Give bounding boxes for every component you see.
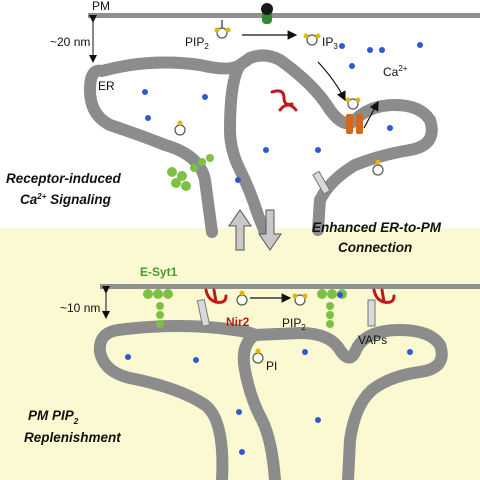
er-lipid-icon (174, 120, 186, 136)
er-membrane-bottom (93, 320, 448, 480)
calcium-dot-icon (379, 47, 385, 53)
calcium-dot-icon (239, 449, 245, 455)
calcium-dots-top (142, 42, 423, 183)
nir2-label: Nir2 (226, 315, 250, 329)
er-label: ER (98, 79, 115, 93)
esyt1-protein-icon (143, 289, 173, 328)
gpcr-receptor-icon (261, 3, 273, 24)
ip3-molecule-icon (303, 33, 321, 46)
pm-label: PM (92, 0, 110, 13)
calcium-dots-bottom (125, 292, 413, 455)
vap-anchor-icon (367, 299, 376, 327)
calcium-dot-icon (315, 147, 321, 153)
bottom-caption-line2: Replenishment (24, 430, 121, 445)
esyt1-label: E-Syt1 (140, 265, 178, 279)
gap-label-bottom: ~10 nm (60, 301, 100, 315)
plasma-membrane-top (88, 13, 480, 18)
vaps-label: VAPs (358, 333, 387, 347)
pip2-lipid-icon (292, 293, 308, 306)
bottom-panel: ~10 nm E-Syt1 Nir2 (24, 265, 480, 480)
calcium-dot-icon (417, 42, 423, 48)
calcium-dot-icon (202, 94, 208, 100)
down-arrow (258, 209, 282, 251)
plasma-membrane-bottom (100, 284, 480, 289)
ip3-label: IP3 (322, 35, 338, 51)
pip2-label-top: PIP2 (185, 35, 209, 51)
pip2-label-bottom: PIP2 (282, 316, 306, 332)
vap-anchor-icon (312, 170, 331, 195)
top-caption-line2: Ca2+ Signaling (20, 192, 112, 207)
calcium-dot-icon (235, 177, 241, 183)
pip2-lipid-icon (214, 20, 231, 39)
calcium-dot-icon (407, 349, 413, 355)
esyt1-protein-icon (317, 289, 347, 328)
up-arrow (228, 209, 252, 251)
calcium-release-arrow (363, 100, 379, 129)
ip3-receptor-channel-icon (346, 114, 363, 134)
bound-ip3-icon (345, 97, 361, 110)
ip3-to-channel-arrow (317, 61, 346, 102)
calcium-dot-icon (337, 292, 343, 298)
nir2-protein-icon (204, 288, 228, 304)
calcium-dot-icon (236, 409, 242, 415)
calcium-dot-icon (315, 417, 321, 423)
calcium-dot-icon (125, 354, 131, 360)
top-caption: Receptor-induced (6, 171, 122, 186)
gap-label-top: ~20 nm (50, 35, 90, 49)
bottom-caption: PM PIP2 (28, 408, 79, 426)
calcium-dot-icon (302, 349, 308, 355)
esyt1-protein-icon (167, 154, 214, 191)
nir2-protein-icon (372, 288, 396, 304)
pi-lipid-icon (236, 290, 248, 306)
er-pi-lipid-icon (252, 348, 264, 364)
er-lipid-icon (372, 159, 384, 176)
nir2-protein-icon (270, 89, 298, 112)
pi-label: PI (266, 359, 277, 373)
calcium-dot-icon (387, 125, 393, 131)
calcium-dot-icon (339, 43, 345, 49)
transition-arrows: Enhanced ER-to-PM Connection (228, 209, 442, 255)
calcium-dot-icon (193, 357, 199, 363)
middle-caption: Enhanced ER-to-PM (312, 220, 442, 235)
calcium-dot-icon (142, 89, 148, 95)
top-panel: PM ~20 nm ER PIP2 IP3 (6, 0, 480, 238)
calcium-dot-icon (263, 147, 269, 153)
calcium-dot-icon (145, 115, 151, 121)
calcium-dot-icon (349, 63, 355, 69)
middle-caption-line2: Connection (338, 240, 412, 255)
calcium-dot-icon (367, 47, 373, 53)
calcium-label: Ca2+ (383, 64, 408, 79)
er-membrane-top (83, 49, 438, 238)
vap-anchor-icon (196, 298, 211, 327)
